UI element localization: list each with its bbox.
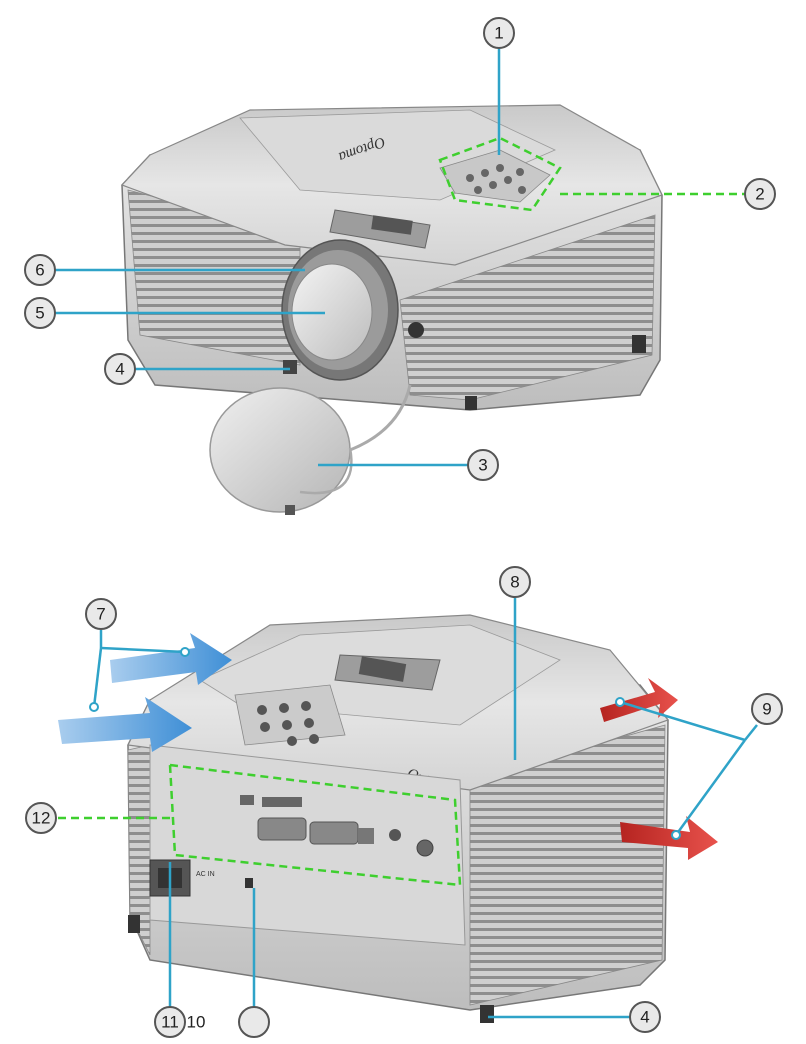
intake-arrow-lower [58, 697, 192, 752]
callout-9: 9 [751, 693, 783, 725]
intake-arrow-upper [110, 633, 232, 685]
leader-lines [55, 48, 758, 1022]
front-right-foot [632, 335, 646, 353]
rear-tilt-foot [480, 1005, 494, 1023]
callout-8-label: 8 [510, 573, 519, 592]
leader-9-stem [744, 724, 758, 741]
callout-3-label: 3 [478, 456, 487, 475]
keypad-outline-2 [438, 136, 562, 212]
leader-7-dot-lower [89, 702, 99, 712]
rear-view: Optoma AC IN [127, 614, 670, 1023]
leader-7-lower [92, 647, 103, 708]
leader-7-upper [100, 646, 186, 654]
callout-10: 10 [187, 1013, 206, 1032]
leader-9-dot-upper [615, 697, 625, 707]
callout-9-label: 9 [762, 700, 771, 719]
callout-4-rear: 4 [629, 1001, 661, 1033]
callout-blank [238, 1006, 270, 1038]
rear-left-foot [128, 915, 140, 933]
callout-5: 5 [24, 297, 56, 329]
zoom-slider-grip [371, 215, 413, 235]
exhaust-arrow-lower [620, 816, 718, 860]
callout-6-label: 6 [35, 261, 44, 280]
callout-1: 1 [483, 17, 515, 49]
security-lock-slot [245, 878, 253, 888]
callout-4-front: 4 [104, 353, 136, 385]
callout-7-label: 7 [96, 605, 105, 624]
ac-in-label: AC IN [196, 871, 215, 878]
callout-7: 7 [85, 598, 117, 630]
lens-cap-clip [285, 505, 295, 515]
rear-zoom-grip [358, 656, 407, 682]
callout-5-label: 5 [35, 304, 44, 323]
callout-1-label: 1 [494, 24, 503, 43]
callout-circles: 1 2 3 4 5 6 7 8 [24, 17, 783, 1038]
callout-4-rear-label: 4 [640, 1008, 649, 1027]
exhaust-arrow-upper [600, 678, 678, 722]
callout-2: 2 [744, 178, 776, 210]
callout-12: 12 [25, 802, 57, 834]
callout-2-label: 2 [755, 185, 764, 204]
airflow-intake-arrows [58, 633, 232, 752]
lens-cap-strap-end [299, 447, 353, 495]
front-rear-foot [465, 396, 477, 410]
io-ports [240, 795, 434, 857]
leader-9-upper [619, 700, 746, 742]
front-view: Optoma [120, 104, 663, 515]
lens-cap [209, 387, 351, 513]
callout-8: 8 [499, 566, 531, 598]
callout-11-label: 11 [161, 1013, 179, 1032]
lens-cap-strap [349, 384, 412, 452]
front-keypad [439, 149, 551, 203]
callout-10-label: 10 [187, 1013, 206, 1032]
callout-6: 6 [24, 254, 56, 286]
leader-7-dot-upper [180, 647, 190, 657]
front-tilt-foot [283, 360, 297, 374]
ir-receiver [408, 322, 424, 338]
rear-keypad [234, 684, 346, 746]
callout-12-label: 12 [32, 809, 51, 828]
airflow-exhaust-arrows [600, 678, 718, 860]
callout-4-front-label: 4 [115, 360, 124, 379]
front-right-vents [399, 214, 656, 401]
callout-3: 3 [467, 449, 499, 481]
leader-9-dot-lower [671, 830, 681, 840]
callout-11: 11 [154, 1006, 186, 1038]
leader-9-lower [674, 739, 747, 836]
